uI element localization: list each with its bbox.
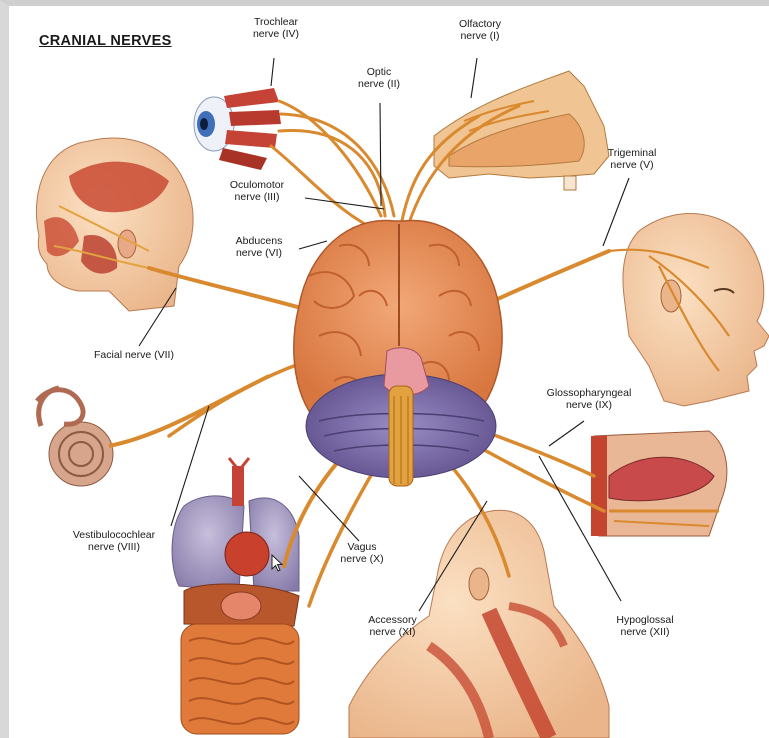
label-glossopharyngeal-nerve: Glossopharyngeal nerve (IX) [539,387,639,411]
label-line: Trochlear [241,16,311,28]
label-line: nerve (VI) [224,247,294,259]
nasal-cavity-illustration [434,71,609,190]
label-line: Facial nerve (VII) [79,349,189,361]
label-line: Olfactory [445,18,515,30]
label-facial-nerve: Facial nerve (VII) [79,349,189,361]
label-olfactory-nerve: Olfactory nerve (I) [445,18,515,42]
label-line: Accessory [355,614,430,626]
label-line: Hypoglossal [605,614,685,626]
label-line: Trigeminal [597,147,667,159]
thoracic-abdominal-organs-illustration [172,458,299,734]
tongue-pharynx-illustration [591,431,727,536]
label-line: Oculomotor [217,179,297,191]
label-hypoglossal-nerve: Hypoglossal nerve (XII) [605,614,685,638]
eyeball-illustration [194,88,281,170]
label-line: nerve (IX) [539,399,639,411]
label-trigeminal-nerve: Trigeminal nerve (V) [597,147,667,171]
label-abducens-nerve: Abducens nerve (VI) [224,235,294,259]
label-line: nerve (IV) [241,28,311,40]
label-line: Optic [349,66,409,78]
label-line: nerve (V) [597,159,667,171]
label-line: nerve (XII) [605,626,685,638]
label-line: nerve (III) [217,191,297,203]
diagram-canvas: CRANIAL NERVES Trochlear nerve (IV) Olfa… [9,6,769,738]
trigeminal-head-illustration [609,214,769,406]
label-optic-nerve: Optic nerve (II) [349,66,409,90]
brain-illustration [294,221,502,486]
label-line: nerve (II) [349,78,409,90]
label-vagus-nerve: Vagus nerve (X) [327,541,397,565]
facial-muscle-head-illustration [36,138,193,311]
diagram-title: CRANIAL NERVES [39,33,172,49]
label-line: nerve (VIII) [59,541,169,553]
label-line: nerve (X) [327,553,397,565]
label-line: nerve (I) [445,30,515,42]
label-line: Vestibulocochlear [59,529,169,541]
label-oculomotor-nerve: Oculomotor nerve (III) [217,179,297,203]
label-line: nerve (XI) [355,626,430,638]
label-line: Vagus [327,541,397,553]
label-line: Glossopharyngeal [539,387,639,399]
label-trochlear-nerve: Trochlear nerve (IV) [241,16,311,40]
mouse-pointer-icon [271,554,283,572]
label-vestibulocochlear-nerve: Vestibulocochlear nerve (VIII) [59,529,169,553]
label-line: Abducens [224,235,294,247]
label-accessory-nerve: Accessory nerve (XI) [355,614,430,638]
